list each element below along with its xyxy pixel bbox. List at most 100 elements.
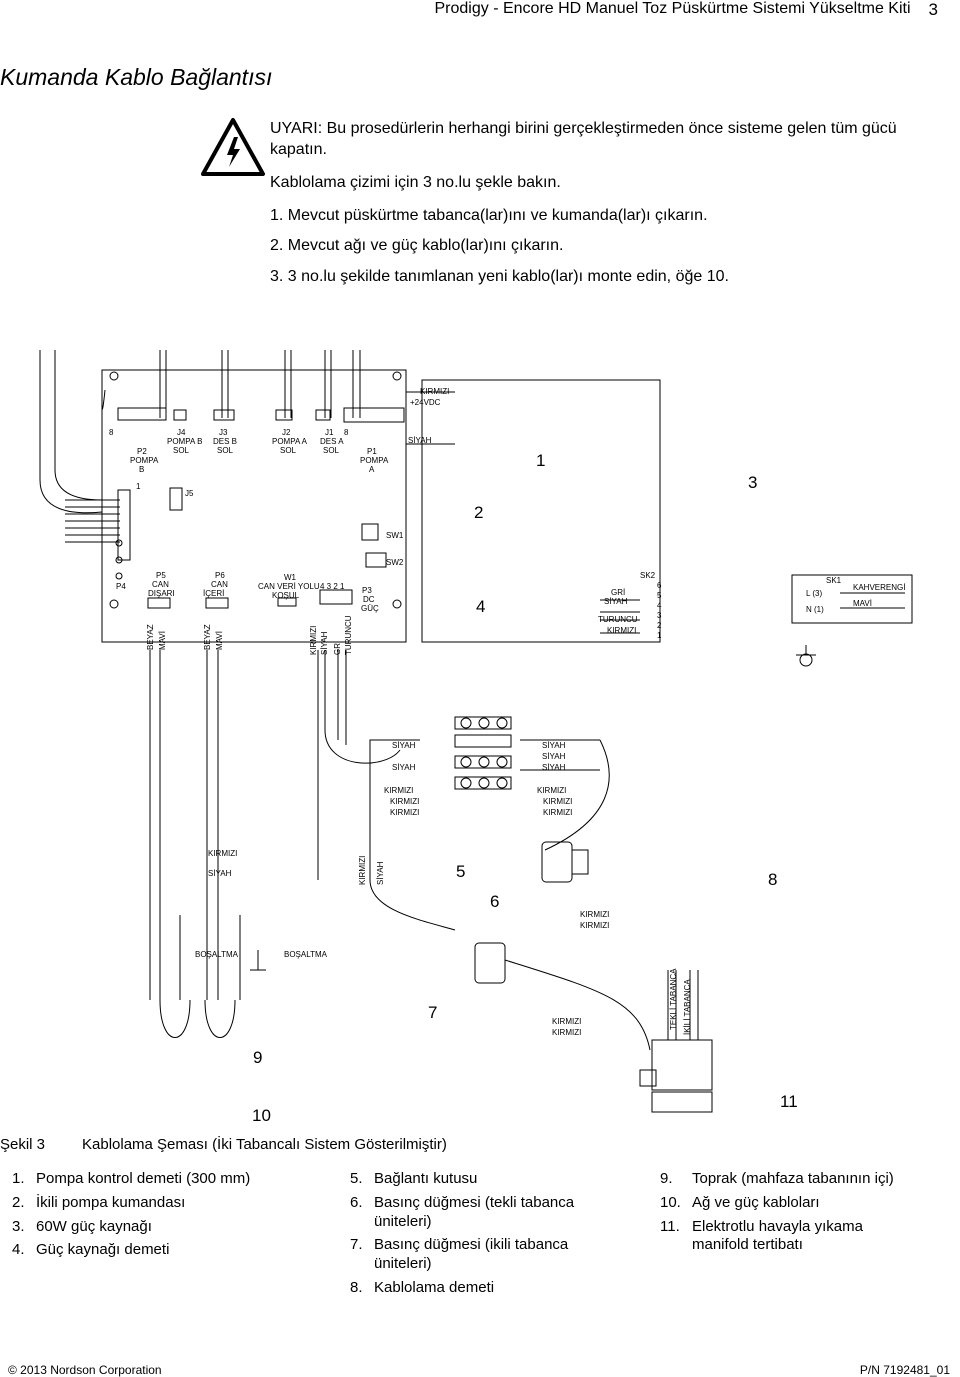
svg-text:KIRMIZI: KIRMIZI — [390, 797, 419, 806]
section-title: Kumanda Kablo Bağlantısı — [0, 64, 273, 90]
svg-text:J5: J5 — [185, 489, 194, 498]
svg-text:2: 2 — [657, 621, 662, 630]
svg-text:TURUNCU: TURUNCU — [344, 615, 353, 655]
header-title: Prodigy - Encore HD Manuel Toz Püskürtme… — [434, 0, 911, 17]
svg-text:1: 1 — [136, 482, 141, 491]
svg-text:KIRMIZI: KIRMIZI — [384, 786, 413, 795]
svg-text:8: 8 — [344, 428, 349, 437]
callout: 7 — [428, 1003, 437, 1022]
svg-text:BEYAZ: BEYAZ — [203, 624, 212, 650]
legend-column: 1.Pompa kontrol demeti (300 mm) 2.İkili … — [12, 1170, 312, 1265]
figure-caption: Şekil 3 Kablolama Şeması (İki Tabancalı … — [0, 1136, 447, 1153]
svg-text:MAVİ: MAVİ — [215, 631, 224, 650]
svg-text:SİYAH: SİYAH — [376, 861, 385, 885]
legend-item: 4.Güç kaynağı demeti — [12, 1241, 170, 1259]
callout: 6 — [490, 892, 499, 911]
callout: 1 — [536, 451, 545, 470]
step-item: 1. Mevcut püskürtme tabanca(lar)ını ve k… — [270, 207, 708, 225]
svg-text:BOŞALTMA: BOŞALTMA — [284, 950, 328, 959]
svg-text:SİYAH: SİYAH — [604, 597, 628, 606]
legend-item: 1.Pompa kontrol demeti (300 mm) — [12, 1170, 251, 1187]
intro-text: Kablolama çizimi için 3 no.lu şekle bakı… — [270, 174, 561, 192]
callout: 3 — [748, 473, 757, 492]
svg-text:1: 1 — [657, 631, 662, 640]
svg-text:SİYAH: SİYAH — [320, 631, 329, 655]
figure-label: Şekil 3 — [0, 1136, 46, 1153]
svg-text:KIRMIZI: KIRMIZI — [543, 808, 572, 817]
svg-text:SW1: SW1 — [386, 531, 404, 540]
svg-text:P4: P4 — [116, 582, 126, 591]
page-number: 3 — [928, 0, 938, 19]
svg-text:KIRMIZI: KIRMIZI — [358, 856, 367, 885]
legend-item: 6.Basınç düğmesi (tekli tabanca üniteler… — [350, 1193, 575, 1230]
svg-text:SİYAH: SİYAH — [542, 752, 566, 761]
legend-item: 8.Kablolama demeti — [350, 1278, 495, 1296]
warning-text: UYARI: Bu prosedürlerin herhangi birini … — [270, 118, 935, 160]
electrical-hazard-icon — [201, 118, 265, 176]
svg-text:BOŞALTMA: BOŞALTMA — [195, 950, 239, 959]
legend-item: 5.Bağlantı kutusu — [350, 1170, 478, 1187]
svg-text:KIRMIZI: KIRMIZI — [537, 786, 566, 795]
svg-text:KIRMIZI: KIRMIZI — [390, 808, 419, 817]
svg-text:GRİ: GRİ — [611, 588, 625, 597]
svg-text:SİYAH: SİYAH — [208, 869, 232, 878]
svg-text:MAVİ: MAVİ — [853, 599, 872, 608]
warning-label: UYARI: — [270, 120, 323, 137]
svg-text:KIRMIZI: KIRMIZI — [552, 1028, 581, 1037]
step-list: 1. Mevcut püskürtme tabanca(lar)ını ve k… — [270, 205, 935, 286]
svg-text:KAHVERENGİ: KAHVERENGİ — [853, 583, 905, 592]
svg-text:KIRMIZI: KIRMIZI — [607, 626, 636, 635]
svg-text:TEKLİ TABANCA: TEKLİ TABANCA — [669, 968, 678, 1030]
svg-text:4: 4 — [657, 601, 662, 610]
svg-text:SW2: SW2 — [386, 558, 404, 567]
footer-copyright: © 2013 Nordson Corporation — [8, 1363, 162, 1377]
svg-text:SİYAH: SİYAH — [392, 763, 416, 772]
warning-body: Bu prosedürlerin herhangi birini gerçekl… — [270, 120, 897, 159]
svg-text:SK2: SK2 — [640, 571, 656, 580]
footer-part-number: P/N 7192481_01 — [859, 1363, 950, 1377]
svg-text:L (3): L (3) — [806, 589, 822, 598]
label: +24VDC — [410, 398, 441, 407]
callout: 4 — [476, 597, 485, 616]
svg-text:KIRMIZI: KIRMIZI — [580, 921, 609, 930]
svg-text:TURUNCU: TURUNCU — [598, 615, 638, 624]
svg-text:SK1: SK1 — [826, 576, 842, 585]
legend-item: 11.Elektrotlu havayla yıkama manifold te… — [660, 1217, 863, 1254]
instructions: UYARI: Bu prosedürlerin herhangi birini … — [270, 118, 935, 296]
svg-text:SİYAH: SİYAH — [392, 741, 416, 750]
label: KIRMIZI — [420, 387, 449, 396]
step-item: 3. 3 no.lu şekilde tanımlanan yeni kablo… — [270, 267, 729, 285]
step-item: 2. Mevcut ağı ve güç kablo(lar)ını çıkar… — [270, 237, 564, 255]
svg-text:N (1): N (1) — [806, 605, 824, 614]
legend-item: 3.60W güç kaynağı — [12, 1217, 152, 1235]
svg-text:KIRMIZI: KIRMIZI — [580, 910, 609, 919]
svg-text:4 3 2 1: 4 3 2 1 — [320, 582, 345, 591]
callout: 5 — [456, 862, 465, 881]
callout: 9 — [253, 1048, 262, 1067]
callout: 8 — [768, 870, 777, 889]
legend-item: 9.Toprak (mahfaza tabanının içi) — [660, 1170, 894, 1187]
legend-item: 10.Ağ ve güç kabloları — [660, 1193, 820, 1211]
svg-text:KIRMIZI: KIRMIZI — [309, 626, 318, 655]
svg-text:İKİLİ TABANCA: İKİLİ TABANCA — [683, 979, 692, 1035]
svg-text:5: 5 — [657, 591, 662, 600]
svg-text:8: 8 — [109, 428, 114, 437]
svg-text:KIRMIZI: KIRMIZI — [208, 849, 237, 858]
callout: 2 — [474, 503, 483, 522]
svg-text:MAVİ: MAVİ — [158, 631, 167, 650]
figure-caption-text: Kablolama Şeması (İki Tabancalı Sistem G… — [82, 1136, 447, 1153]
running-header: Prodigy - Encore HD Manuel Toz Püskürtme… — [435, 0, 939, 24]
svg-text:SİYAH: SİYAH — [542, 741, 566, 750]
legend-item: 2.İkili pompa kumandası — [12, 1193, 186, 1211]
svg-text:SİYAH: SİYAH — [542, 763, 566, 772]
legend-column: 9.Toprak (mahfaza tabanının içi) 10.Ağ v… — [660, 1170, 900, 1260]
